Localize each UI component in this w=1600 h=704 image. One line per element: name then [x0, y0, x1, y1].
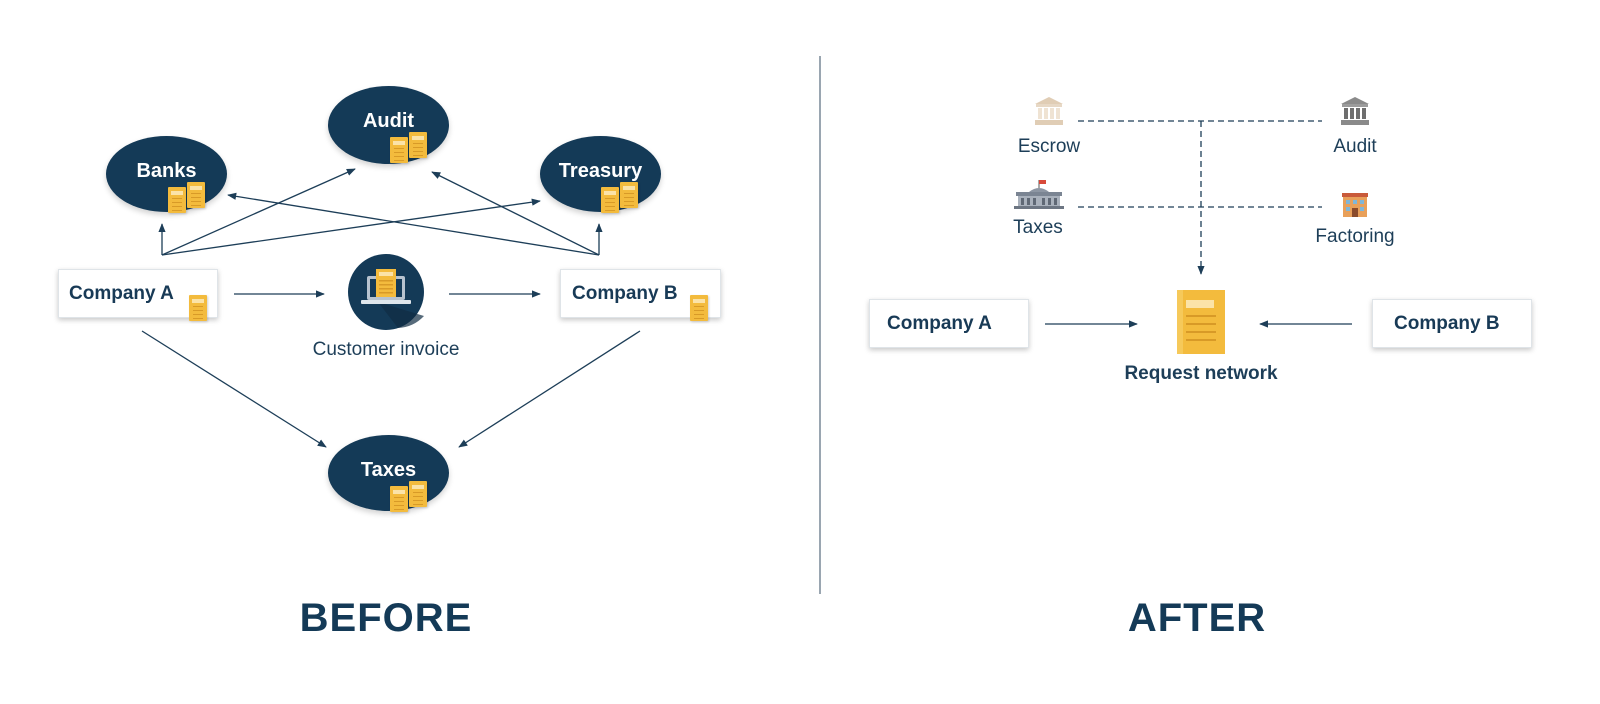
- bank-icon: [1034, 96, 1064, 126]
- taxes-label: Taxes: [360, 459, 417, 481]
- building-icon: [1340, 190, 1370, 218]
- after-company-b-card: Company B: [1372, 299, 1532, 348]
- escrow-label: Escrow: [1017, 136, 1081, 157]
- factoring-label: Factoring: [1315, 226, 1395, 247]
- company-b-card: Company B: [560, 269, 721, 318]
- after-taxes-label: Taxes: [1013, 217, 1063, 238]
- taxes-document-icon: [390, 481, 430, 513]
- after-audit-label: Audit: [1333, 136, 1377, 157]
- bank-icon: [1340, 96, 1370, 126]
- arrow-companyB-banks: [227, 192, 600, 256]
- treasury-node: Treasury: [540, 136, 661, 212]
- banks-document-icon: [168, 182, 208, 214]
- document-icon: [1177, 290, 1225, 354]
- banks-label: Banks: [136, 160, 197, 182]
- government-building-icon: [1013, 178, 1065, 210]
- company-b-label: Company B: [572, 283, 678, 304]
- before-title: BEFORE: [299, 596, 473, 640]
- taxes-node: Taxes: [328, 435, 449, 511]
- laptop-icon: [348, 254, 424, 330]
- arrow-companyB-taxes: [458, 330, 641, 448]
- company-b-document-icon: [690, 295, 710, 323]
- treasury-label: Treasury: [558, 160, 643, 182]
- audit-document-icon: [390, 132, 430, 164]
- audit-label: Audit: [362, 110, 415, 132]
- arrow-companyA-audit: [161, 168, 356, 256]
- company-a-label: Company A: [69, 283, 174, 304]
- arrow-companyA-taxes: [141, 330, 327, 448]
- banks-node: Banks: [106, 136, 227, 212]
- company-a-document-icon: [189, 295, 209, 323]
- after-company-b-label: Company B: [1394, 313, 1500, 334]
- after-company-a-label: Company A: [887, 313, 992, 334]
- arrow-companyA-treasury: [161, 198, 541, 256]
- audit-node: Audit: [328, 86, 449, 164]
- request-network-label: Request network: [1124, 363, 1278, 384]
- invoice-caption: Customer invoice: [312, 339, 460, 360]
- treasury-document-icon: [601, 182, 641, 214]
- after-company-a-card: Company A: [869, 299, 1029, 348]
- arrow-companyB-audit: [431, 171, 600, 256]
- after-title: AFTER: [1127, 596, 1267, 640]
- section-divider: [819, 56, 821, 594]
